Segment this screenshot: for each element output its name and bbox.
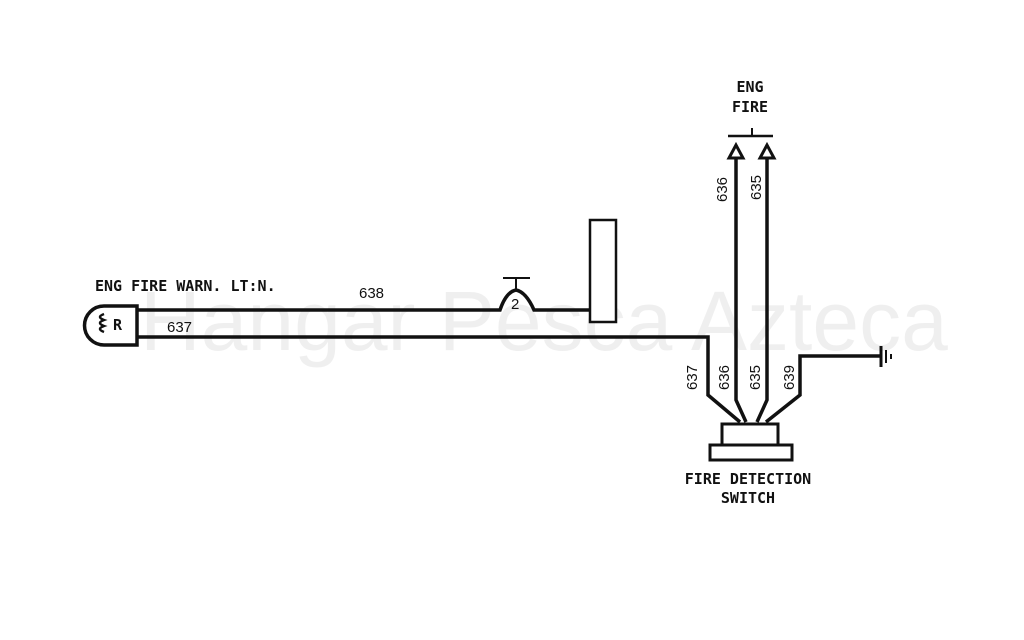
connector-block [588, 218, 618, 324]
arrow-635-icon [757, 141, 777, 160]
lamp-label: ENG FIRE WARN. LT:N. [95, 277, 276, 295]
arrow-636-icon [726, 141, 746, 160]
lamp-symbol: R [113, 316, 123, 334]
warning-lamp-icon [82, 304, 139, 347]
label-top-636: 636 [714, 177, 731, 202]
wire-636 [734, 158, 748, 423]
wire-637 [137, 335, 742, 424]
splice-label: 2 [511, 296, 519, 313]
switch-body-base [708, 443, 794, 462]
eng-fire-line1: ENG [736, 78, 763, 96]
label-top-635: 635 [748, 175, 765, 200]
wire-635 [755, 158, 769, 423]
label-sw-636: 636 [716, 365, 733, 390]
switch-label-line1: FIRE DETECTION [685, 470, 811, 488]
eng-fire-line2: FIRE [732, 98, 768, 116]
wire-638-label: 638 [359, 285, 384, 302]
ground-icon [879, 346, 892, 367]
label-sw-639: 639 [781, 365, 798, 390]
wire-637-label: 637 [167, 319, 192, 336]
label-sw-637: 637 [684, 365, 701, 390]
switch-body-top [720, 422, 780, 447]
label-sw-635: 635 [747, 365, 764, 390]
watermark: Hangar Pesca Azteca [140, 274, 948, 368]
wire-639 [764, 354, 880, 424]
switch-label-line2: SWITCH [721, 489, 775, 507]
